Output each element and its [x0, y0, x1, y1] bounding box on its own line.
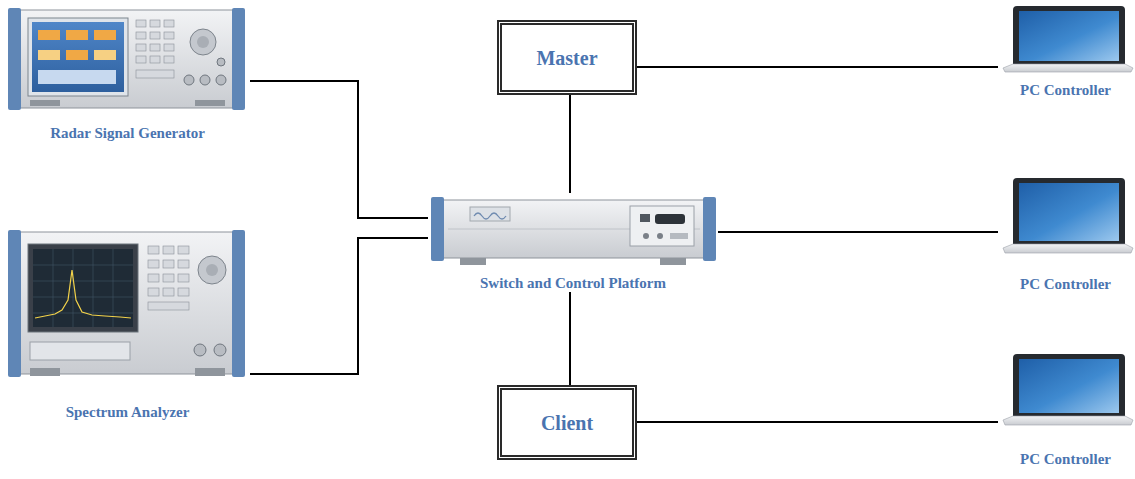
box-label: Client — [541, 411, 593, 435]
double-box: Master — [497, 20, 637, 95]
device-label: Switch and Control Platform — [480, 274, 666, 292]
instrument-node: Spectrum Analyzer — [5, 226, 250, 421]
laptop-node: PC Controller — [998, 352, 1133, 468]
laptop-picture — [1003, 178, 1133, 253]
platform-node: Switch and Control Platform — [428, 193, 718, 292]
laptop-node: PC Controller — [998, 176, 1133, 293]
laptop-picture — [1003, 6, 1133, 72]
cable-line — [569, 95, 571, 193]
instrument-node: Radar Signal Generator — [5, 5, 250, 142]
cable-line — [637, 66, 998, 68]
device-label: PC Controller — [1020, 450, 1111, 468]
device-label: Spectrum Analyzer — [66, 403, 190, 421]
device-label: Radar Signal Generator — [50, 124, 205, 142]
box-label: Master — [536, 46, 597, 70]
device-label: PC Controller — [1020, 81, 1111, 99]
signal-generator-picture — [8, 8, 245, 110]
device-label: PC Controller — [1020, 275, 1111, 293]
switch-platform-picture — [431, 197, 716, 265]
spectrum-analyzer-picture — [8, 230, 245, 377]
cable-line — [637, 421, 998, 423]
cable-line — [250, 81, 428, 218]
cable-line — [718, 231, 998, 233]
laptop-picture — [1003, 354, 1133, 425]
cable-line — [569, 292, 571, 385]
cable-line — [250, 238, 428, 374]
laptop-node: PC Controller — [998, 4, 1133, 99]
double-box: Client — [497, 385, 637, 460]
